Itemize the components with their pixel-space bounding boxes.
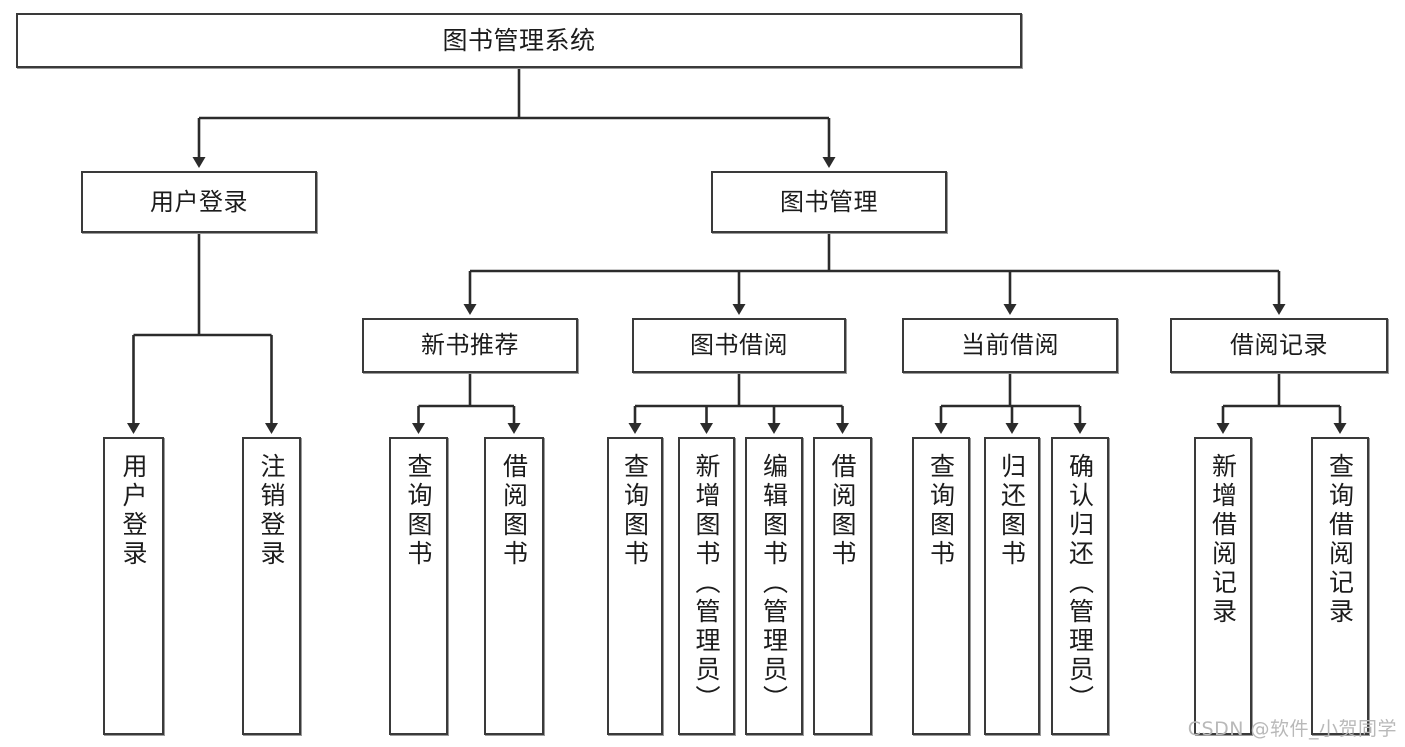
node-leaf-query-book-3[interactable]: 查询图书 <box>912 437 970 735</box>
node-leaf-query-book-1[interactable]: 查询图书 <box>389 437 448 735</box>
node-leaf-confirm-return[interactable]: 确认归还（管理员） <box>1051 437 1109 735</box>
node-leaf-add-book[interactable]: 新增图书（管理员） <box>678 437 735 735</box>
node-leaf-return-book[interactable]: 归还图书 <box>984 437 1040 735</box>
node-current-borrow[interactable]: 当前借阅 <box>902 318 1118 373</box>
node-label: 用户登录 <box>150 187 248 216</box>
node-leaf-edit-book[interactable]: 编辑图书（管理员） <box>745 437 803 735</box>
node-root[interactable]: 图书管理系统 <box>16 13 1022 68</box>
node-label: 查询图书 <box>404 453 433 569</box>
node-label: 图书管理系统 <box>442 25 596 55</box>
node-label: 查询图书 <box>926 453 956 569</box>
node-label: 用户登录 <box>119 453 148 569</box>
node-leaf-borrow-book-1[interactable]: 借阅图书 <box>484 437 544 735</box>
node-label: 查询借阅记录 <box>1325 453 1355 627</box>
node-label: 当前借阅 <box>961 331 1059 360</box>
node-label: 图书管理 <box>780 187 878 216</box>
node-user-login[interactable]: 用户登录 <box>81 171 317 233</box>
node-borrow-record[interactable]: 借阅记录 <box>1170 318 1388 373</box>
node-label: 借阅图书 <box>828 453 857 569</box>
node-label: 图书借阅 <box>690 331 788 360</box>
node-label: 确认归还（管理员） <box>1065 453 1095 714</box>
watermark-text: CSDN @软件_小贺同学 <box>1187 718 1397 740</box>
node-label: 借阅图书 <box>499 453 529 569</box>
node-leaf-query-book-2[interactable]: 查询图书 <box>607 437 663 735</box>
node-label: 注销登录 <box>257 453 286 569</box>
node-label: 新书推荐 <box>421 331 519 360</box>
node-label: 查询图书 <box>620 453 650 569</box>
node-leaf-borrow-book-2[interactable]: 借阅图书 <box>813 437 872 735</box>
node-book-borrow[interactable]: 图书借阅 <box>632 318 846 373</box>
node-leaf-query-record[interactable]: 查询借阅记录 <box>1311 437 1369 735</box>
node-leaf-logout[interactable]: 注销登录 <box>242 437 301 735</box>
node-label: 新增图书（管理员） <box>692 453 721 714</box>
node-label: 归还图书 <box>997 453 1027 569</box>
node-new-book-rec[interactable]: 新书推荐 <box>362 318 578 373</box>
node-book-manage[interactable]: 图书管理 <box>711 171 947 233</box>
node-label: 借阅记录 <box>1230 331 1328 360</box>
node-label: 编辑图书（管理员） <box>759 453 789 714</box>
node-label: 新增借阅记录 <box>1208 453 1238 627</box>
node-leaf-add-record[interactable]: 新增借阅记录 <box>1194 437 1252 735</box>
node-leaf-user-login[interactable]: 用户登录 <box>103 437 164 735</box>
